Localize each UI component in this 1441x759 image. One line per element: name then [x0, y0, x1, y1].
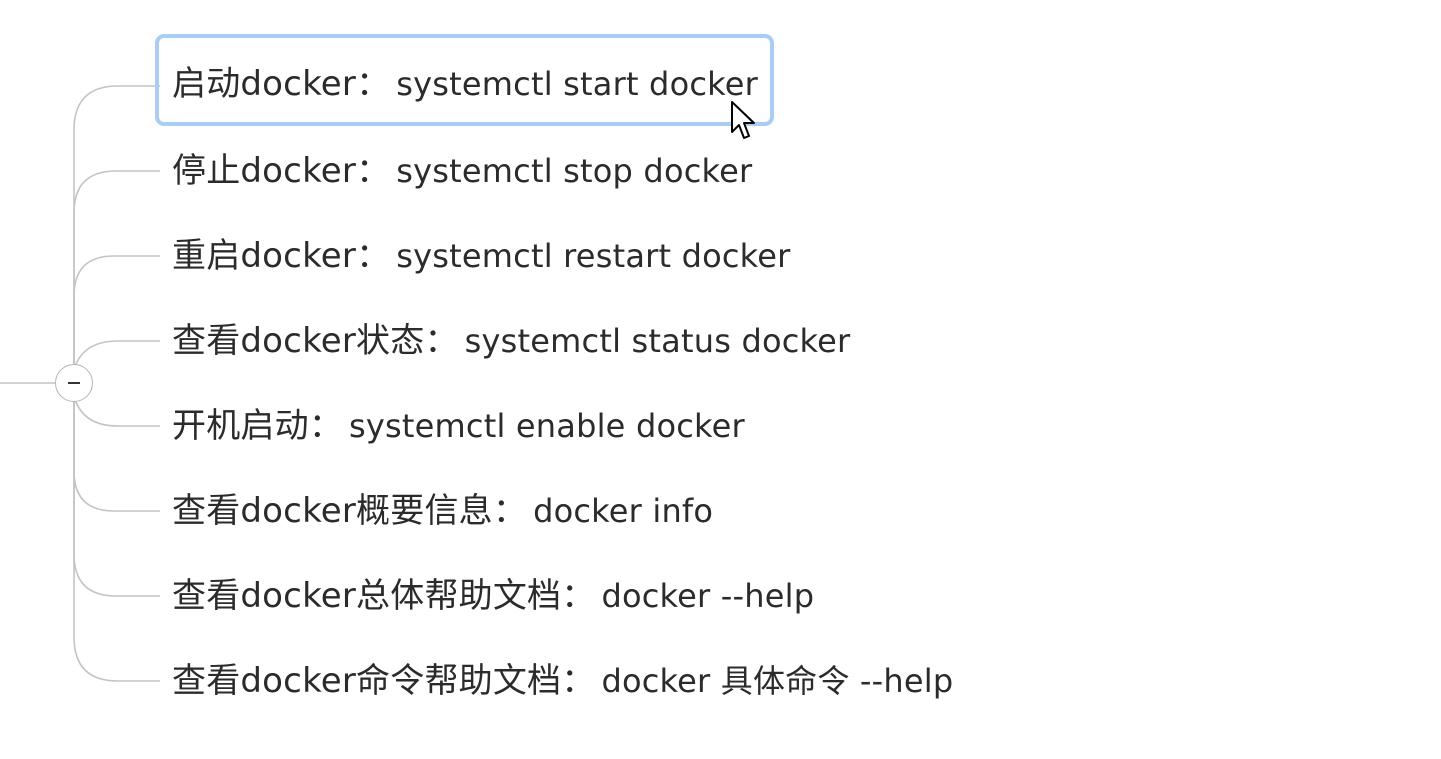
topic-enable-on-boot[interactable]: 开机启动：systemctl enable docker	[160, 394, 757, 458]
topic-start-docker[interactable]: 启动docker：systemctl start docker	[155, 34, 774, 126]
topic-label: 启动docker	[172, 64, 357, 104]
topic-command: systemctl enable docker	[349, 407, 745, 445]
collapse-toggle-button[interactable]	[55, 364, 93, 402]
topic-docker-help[interactable]: 查看docker总体帮助文档：docker --help	[160, 564, 826, 628]
topic-separator: ：	[561, 661, 596, 701]
topic-stop-docker[interactable]: 停止docker：systemctl stop docker	[160, 139, 764, 203]
topic-separator: ：	[561, 576, 596, 616]
topic-label: 开机启动	[172, 406, 309, 446]
topic-docker-info[interactable]: 查看docker概要信息：docker info	[160, 479, 725, 543]
topic-separator: ：	[308, 406, 344, 446]
topic-label: 查看docker概要信息	[172, 491, 493, 531]
topic-docker-status[interactable]: 查看docker状态：systemctl status docker	[160, 309, 862, 373]
topic-command: docker info	[533, 492, 714, 530]
topic-separator: ：	[424, 321, 459, 361]
topic-command: systemctl stop docker	[396, 152, 753, 190]
topic-separator: ：	[356, 236, 391, 276]
topic-restart-docker[interactable]: 重启docker：systemctl restart docker	[160, 224, 803, 288]
topic-command: systemctl start docker	[396, 65, 758, 103]
branch-line	[73, 383, 160, 682]
topic-command: systemctl status docker	[464, 322, 851, 360]
branch-line	[73, 395, 160, 427]
branch-line	[73, 383, 160, 512]
topic-label: 查看docker命令帮助文档	[172, 661, 562, 701]
branch-line	[73, 170, 160, 383]
topic-label: 查看docker总体帮助文档	[172, 576, 562, 616]
topic-command: docker --help	[601, 577, 815, 615]
topic-label: 重启docker	[172, 236, 357, 276]
topic-separator: ：	[492, 491, 528, 531]
topic-docker-command-help[interactable]: 查看docker命令帮助文档：docker 具体命令 --help	[160, 649, 965, 713]
branch-line	[73, 255, 160, 383]
topic-command: docker 具体命令 --help	[601, 662, 954, 700]
topic-command: systemctl restart docker	[396, 237, 791, 275]
minus-icon	[68, 382, 80, 384]
topic-label: 停止docker	[172, 151, 357, 191]
topic-separator: ：	[356, 64, 391, 104]
branch-line	[73, 383, 160, 597]
branch-line	[73, 340, 160, 371]
topic-separator: ：	[356, 151, 391, 191]
topic-label: 查看docker状态	[172, 321, 425, 361]
branch-line	[73, 85, 160, 383]
